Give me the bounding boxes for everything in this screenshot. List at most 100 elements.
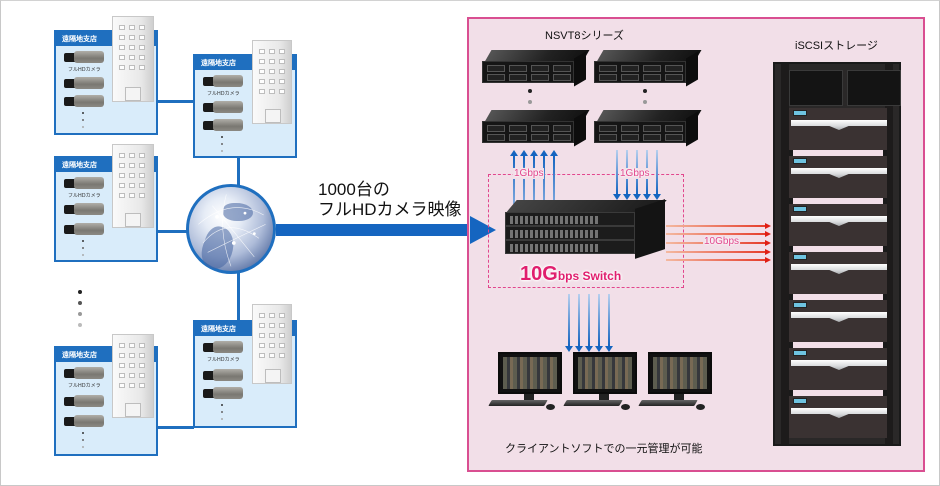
nvr-recorder-icon <box>594 50 702 87</box>
arrow-head-icon <box>653 194 661 200</box>
arrow-head-icon <box>510 150 518 156</box>
more-nvr-dots <box>528 89 532 93</box>
storage-module <box>789 156 887 198</box>
link-branch1-to-branch2 <box>150 100 194 103</box>
camera-icon <box>64 94 104 108</box>
camera-label: フルHDカメラ <box>207 91 240 97</box>
more-nvr-dots <box>643 100 647 104</box>
arrow-head-icon <box>765 257 771 263</box>
storage-module <box>789 252 887 294</box>
more-nvr-dots <box>643 89 647 93</box>
uplink-arrow <box>543 156 545 204</box>
network-switch-icon <box>505 199 667 264</box>
client-pc-icon <box>563 352 639 416</box>
link-branch2-to-globe <box>237 158 240 186</box>
arrow-head-icon <box>765 240 771 246</box>
arrow-head-icon <box>765 223 771 229</box>
iscsi-storage-rack-icon <box>773 62 901 446</box>
arrow-head-icon <box>470 216 496 244</box>
video-stream-arrow <box>276 224 472 236</box>
more-cameras-dots <box>82 112 85 133</box>
camera-icon <box>64 414 104 428</box>
feed-label-line1: 1000台の <box>318 180 390 199</box>
switch-label-suffix: bps Switch <box>557 269 622 283</box>
switch-group-outline <box>488 174 684 288</box>
nvr-recorder-icon <box>482 50 590 87</box>
link-globe-to-branch4 <box>237 272 240 322</box>
arrow-head-icon <box>530 150 538 156</box>
more-cameras-dots <box>221 404 224 425</box>
camera-icon <box>64 76 104 90</box>
client-link-arrow <box>578 294 580 346</box>
storage-link-arrow <box>666 259 766 261</box>
camera-icon <box>64 50 104 64</box>
client-link-arrow <box>588 294 590 346</box>
switch-label-speed: 10G <box>520 263 558 285</box>
client-pc-icon <box>638 352 714 416</box>
feed-label-line2: フルHDカメラ映像 <box>318 200 462 219</box>
storage-module <box>789 204 887 246</box>
building-icon <box>112 334 154 418</box>
switch-label: 10Gbps Switch <box>520 263 621 286</box>
arrow-head-icon <box>565 346 573 352</box>
downlink-arrow <box>656 150 658 194</box>
client-caption: クライアントソフトでの一元管理が可能 <box>505 443 703 455</box>
camera-icon <box>203 100 243 114</box>
building-icon <box>112 16 154 102</box>
arrow-head-icon <box>623 194 631 200</box>
building-icon <box>252 304 292 384</box>
camera-icon <box>203 340 243 354</box>
uplink-arrow <box>533 156 535 204</box>
storage-link-arrow <box>666 233 766 235</box>
camera-icon <box>64 394 104 408</box>
storage-speed-label: 10Gbps <box>703 236 741 247</box>
client-link-arrow <box>568 294 570 346</box>
camera-icon <box>203 118 243 132</box>
uplink-arrow <box>553 156 555 204</box>
camera-icon <box>64 366 104 380</box>
more-nvr-dots <box>528 100 532 104</box>
uplink-arrow <box>523 156 525 204</box>
storage-module <box>789 348 887 390</box>
arrow-head-icon <box>540 150 548 156</box>
arrow-head-icon <box>605 346 613 352</box>
arrow-head-icon <box>520 150 528 156</box>
arrow-head-icon <box>765 231 771 237</box>
building-icon <box>252 40 292 124</box>
camera-label: フルHDカメラ <box>68 193 101 199</box>
camera-label: フルHDカメラ <box>207 357 240 363</box>
more-cameras-dots <box>82 240 85 261</box>
storage-title: iSCSIストレージ <box>795 40 878 52</box>
arrow-head-icon <box>575 346 583 352</box>
client-pc-icon <box>488 352 564 416</box>
camera-icon <box>64 202 104 216</box>
camera-icon <box>203 386 243 400</box>
storage-link-arrow <box>666 225 766 227</box>
camera-icon <box>203 74 243 88</box>
internet-globe-icon <box>186 184 276 274</box>
nvr-series-title: NSVT8シリーズ <box>545 30 624 42</box>
camera-label: フルHDカメラ <box>68 383 101 389</box>
arrow-head-icon <box>633 194 641 200</box>
arrow-head-icon <box>585 346 593 352</box>
arrow-head-icon <box>643 194 651 200</box>
storage-module <box>789 108 887 150</box>
network-lines-icon <box>198 194 266 267</box>
client-link-arrow <box>598 294 600 346</box>
camera-feed-label: 1000台の フルHDカメラ映像 <box>318 180 462 220</box>
building-icon <box>112 144 154 228</box>
more-cameras-dots <box>82 432 85 453</box>
storage-module <box>789 396 887 438</box>
client-link-arrow <box>608 294 610 346</box>
camera-icon <box>203 368 243 382</box>
uplink-speed-label: 1Gbps <box>513 168 545 179</box>
camera-icon <box>64 222 104 236</box>
storage-link-arrow <box>666 251 766 253</box>
camera-label: フルHDカメラ <box>68 67 101 73</box>
uplink-arrow <box>513 156 515 204</box>
arrow-head-icon <box>550 150 558 156</box>
arrow-head-icon <box>595 346 603 352</box>
camera-icon <box>64 176 104 190</box>
storage-module <box>789 300 887 342</box>
arrow-head-icon <box>765 249 771 255</box>
